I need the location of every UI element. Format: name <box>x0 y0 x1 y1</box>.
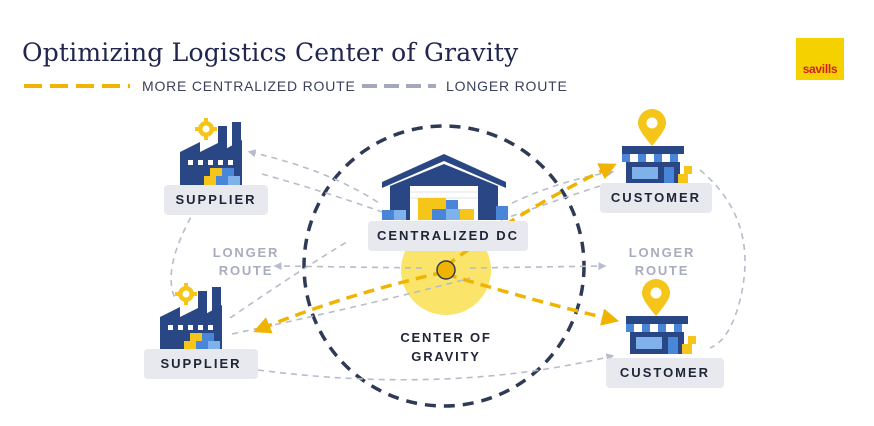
location-pin-icon <box>638 109 666 146</box>
store-bottom-icon <box>626 279 696 354</box>
route-supplier-bottom-customer <box>257 353 615 381</box>
gear-icon <box>175 283 197 305</box>
legend-longer-line <box>362 84 436 88</box>
route-center-supplier-bottom <box>253 270 445 334</box>
factory-bottom-icon <box>160 283 222 351</box>
location-pin-icon <box>642 279 670 316</box>
longer-route-label-left: LONGER ROUTE <box>204 244 288 280</box>
savills-logo-text: savills <box>802 62 838 76</box>
center-of-gravity-label: CENTER OF GRAVITY <box>384 328 508 366</box>
customer-top-label: CUSTOMER <box>600 183 712 213</box>
route-supplier-bottom-right <box>231 277 471 335</box>
legend-longer-label: LONGER ROUTE <box>446 78 568 94</box>
route-right-loop <box>699 169 746 349</box>
route-right-longer <box>469 262 607 271</box>
centralized-routes <box>253 163 620 334</box>
warehouse-icon <box>382 154 508 220</box>
longer-route-right-line1: LONGER <box>628 245 696 260</box>
factory-top-icon <box>180 118 242 186</box>
customer-bottom-label: CUSTOMER <box>606 358 724 388</box>
gear-icon <box>195 118 217 140</box>
route-center-customer-bottom <box>445 272 620 326</box>
route-customer-top-dc <box>507 168 615 206</box>
longer-route-left-line2: ROUTE <box>218 263 274 278</box>
route-left-longer <box>273 262 423 271</box>
longer-route-right-line2: ROUTE <box>634 263 690 278</box>
legend-centralized-line <box>24 84 130 88</box>
center-of-gravity-line1: CENTER OF <box>400 330 492 345</box>
savills-logo: savills <box>796 38 844 80</box>
supplier-bottom-label: SUPPLIER <box>144 349 258 379</box>
longer-route-left-line1: LONGER <box>212 245 280 260</box>
route-supplier-top-dc <box>247 149 383 206</box>
supplier-top-label: SUPPLIER <box>164 185 268 215</box>
route-center-customer-top <box>444 163 617 268</box>
store-top-icon <box>622 109 692 184</box>
center-dot <box>436 260 456 280</box>
legend-centralized-label: MORE CENTRALIZED ROUTE <box>142 78 356 94</box>
route-left-loop <box>170 207 197 301</box>
center-of-gravity-line2: GRAVITY <box>411 349 481 364</box>
route-supplier-bottom-dc <box>229 239 351 319</box>
page-title: Optimizing Logistics Center of Gravity <box>22 38 519 67</box>
longer-route-label-right: LONGER ROUTE <box>620 244 704 280</box>
centralized-dc-label: CENTRALIZED DC <box>368 221 528 251</box>
